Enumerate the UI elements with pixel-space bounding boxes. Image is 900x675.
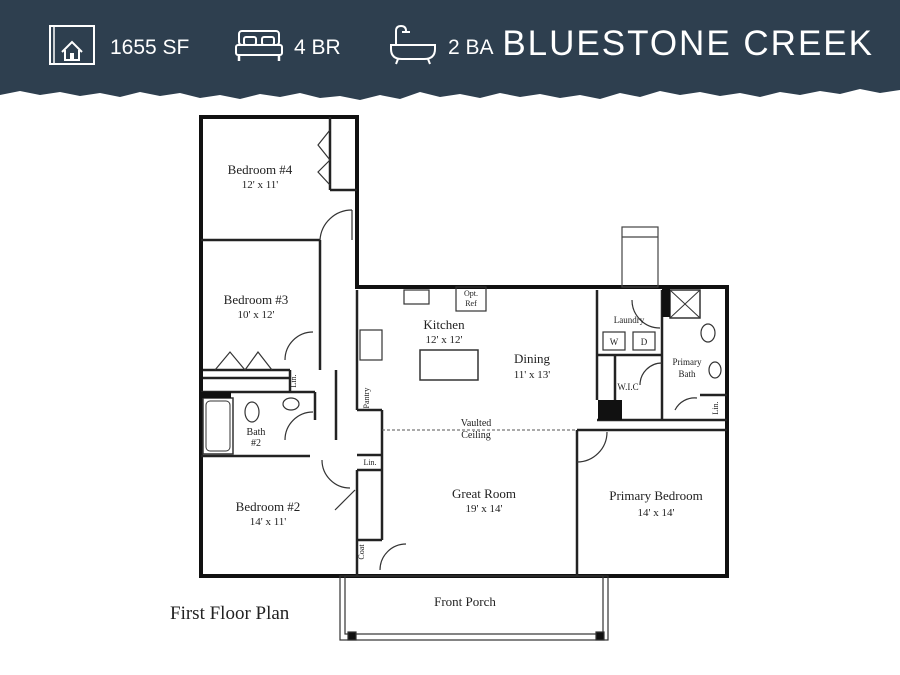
toilet-fixture xyxy=(244,401,260,423)
door-swings xyxy=(284,209,698,571)
bathtub-fixture xyxy=(202,397,234,455)
kitchen-label: Kitchen xyxy=(423,317,465,332)
stat-square-feet-text: 1655 SF xyxy=(110,36,190,59)
primary-bath-line1: Primary xyxy=(673,357,702,367)
bath2-number: #2 xyxy=(251,438,261,449)
front-porch-label: Front Porch xyxy=(434,594,496,609)
coat-label: Coat xyxy=(357,544,366,560)
great-room-size: 19' x 14' xyxy=(466,503,503,515)
pantry-label: Pantry xyxy=(362,388,371,409)
stat-bedrooms: 4 BR xyxy=(234,28,341,68)
dining-size: 11' x 13' xyxy=(514,369,551,381)
kitchen-sink xyxy=(403,289,430,305)
primary-sink xyxy=(708,361,722,379)
dryer-label: D xyxy=(641,337,648,347)
stat-bathrooms: 2 BA xyxy=(388,24,494,68)
kitchen-island xyxy=(419,349,479,381)
kitchen-size: 12' x 12' xyxy=(426,334,463,346)
bedroom2-size: 14' x 11' xyxy=(250,516,287,528)
primary-bath-line2: Bath xyxy=(679,369,696,379)
wic-label: W.I.C xyxy=(617,382,638,392)
primary-bedroom-label: Primary Bedroom xyxy=(609,488,703,503)
bedroom4-size: 12' x 11' xyxy=(242,179,279,191)
washer xyxy=(602,331,626,351)
vaulted-label: Vaulted xyxy=(461,418,492,429)
bed-icon xyxy=(234,25,284,71)
stat-square-feet: 1655 SF xyxy=(44,25,190,68)
great-room-label: Great Room xyxy=(452,486,516,501)
interior-walls xyxy=(201,117,727,576)
sink-fixture xyxy=(282,397,300,411)
floorplan-icon xyxy=(44,22,100,74)
range xyxy=(359,329,383,361)
closet-doors-bed3 xyxy=(214,350,273,371)
dryer xyxy=(632,331,656,351)
laundry-label: Laundry xyxy=(614,315,645,325)
plan-title: BLUESTONE CREEK xyxy=(502,24,874,63)
opt-label: Opt. xyxy=(464,289,478,298)
stat-bathrooms-text: 2 BA xyxy=(448,36,494,59)
linen-bath-label: Lin. xyxy=(711,401,720,414)
plan-caption: First Floor Plan xyxy=(170,603,290,624)
bedroom4-label: Bedroom #4 xyxy=(228,162,293,177)
header-background xyxy=(0,0,900,100)
bath2-label: Bath xyxy=(247,427,266,438)
ref-label: Ref xyxy=(465,299,477,308)
bathtub-icon xyxy=(388,23,438,73)
bedroom3-size: 10' x 12' xyxy=(238,309,275,321)
primary-toilet xyxy=(700,323,716,343)
front-porch-outline xyxy=(339,575,609,641)
exterior-walls xyxy=(199,115,729,578)
closet-doors-bed4 xyxy=(317,129,331,186)
bedroom3-label: Bedroom #3 xyxy=(224,292,289,307)
ceiling-label: Ceiling xyxy=(461,430,490,441)
primary-bedroom-size: 14' x 14' xyxy=(638,507,675,519)
rear-steps xyxy=(621,226,659,288)
header-banner: 1655 SF 4 BR 2 BA BLUESTO xyxy=(0,0,900,110)
linen-bed3-label: Lin. xyxy=(289,374,298,387)
linen-hall-label: Lin. xyxy=(363,458,376,467)
stat-bedrooms-text: 4 BR xyxy=(294,36,341,59)
washer-label: W xyxy=(610,337,619,347)
dining-label: Dining xyxy=(514,351,551,366)
fridge-space xyxy=(455,286,487,312)
bedroom2-label: Bedroom #2 xyxy=(236,499,301,514)
